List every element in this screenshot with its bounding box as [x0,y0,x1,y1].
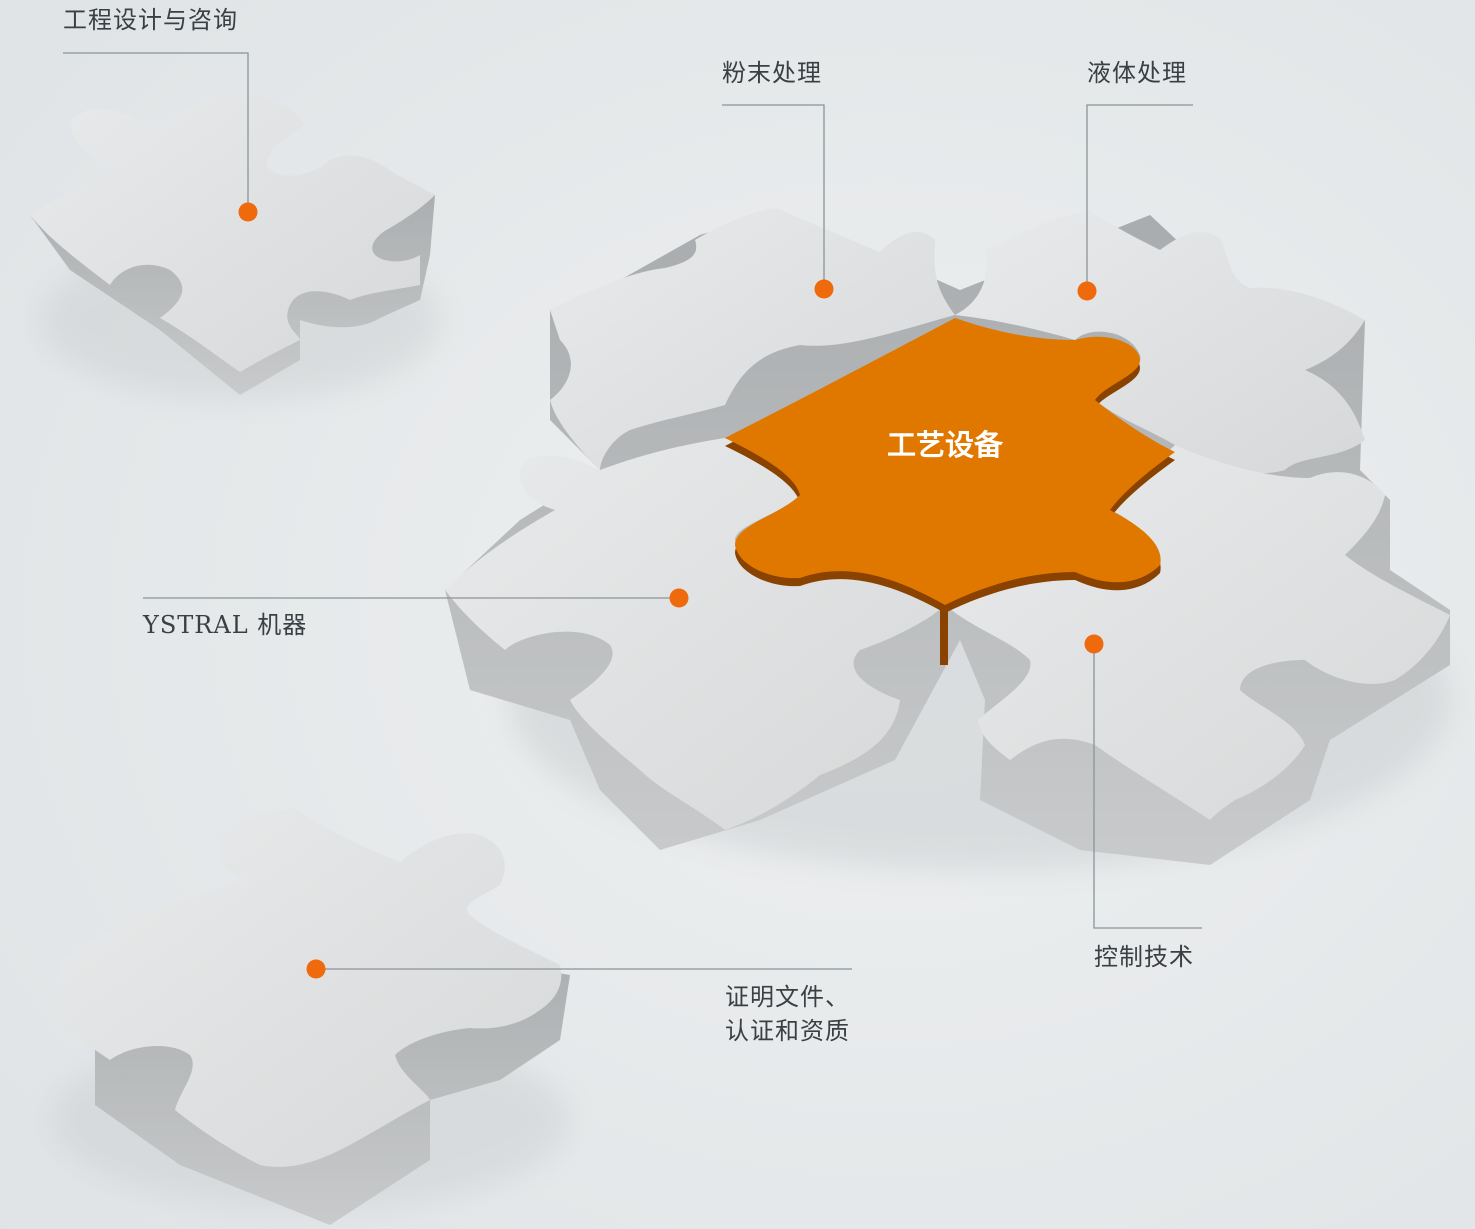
label-certificates-line2: 认证和资质 [725,1017,850,1045]
leader-line-control [1093,644,1202,929]
leader-line-powder [722,104,825,289]
leader-line-liquid [1086,104,1193,291]
marker-dot-liquid [1077,281,1097,301]
marker-dot-ystral [669,588,689,608]
puzzle-piece-center [725,318,1175,605]
label-ystral: YSTRAL 机器 [143,611,308,639]
center-label: 工艺设备 [886,428,1003,462]
leader-lines [63,52,1202,970]
label-liquid: 液体处理 [1087,59,1187,87]
label-certificates-line1: 证明文件、 [725,983,850,1011]
marker-dot-engineering [238,202,258,222]
label-engineering: 工程设计与咨询 [63,6,238,34]
marker-dot-powder [814,279,834,299]
puzzle-piece-control [945,445,1450,820]
puzzle-piece-certificates [50,808,570,1225]
label-control: 控制技术 [1094,943,1194,971]
label-powder: 粉末处理 [722,59,822,87]
marker-dot-control [1084,634,1104,654]
puzzle-piece-liquid [955,210,1365,474]
puzzle-piece-powder [550,208,955,470]
puzzle-piece-ystral [445,438,945,830]
puzzle-cluster [445,208,1450,870]
marker-dot-certificates [306,959,326,979]
puzzle-piece-engineering [30,88,440,400]
label-certificates: 证明文件、 认证和资质 [725,980,850,1048]
leader-line-engineering [63,52,249,212]
